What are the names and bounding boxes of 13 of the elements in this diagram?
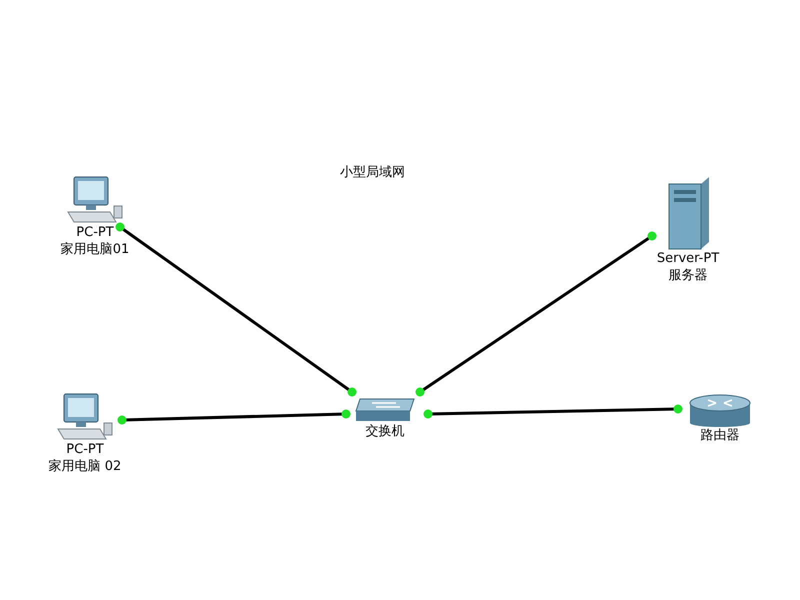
- device-label: Server-PT: [656, 250, 720, 267]
- network-cable: [424, 404, 682, 418]
- device-label: PC-PT: [76, 224, 114, 241]
- network-cable: [116, 222, 356, 396]
- device-label: 家用电脑 02: [48, 458, 122, 475]
- device-label: 路由器: [700, 427, 740, 444]
- device-label: 服务器: [668, 267, 708, 284]
- network-cable: [416, 232, 656, 396]
- device-label: 家用电脑01: [60, 241, 130, 258]
- device-label: PC-PT: [66, 441, 104, 458]
- device-label: 交换机: [366, 423, 404, 440]
- diagram-title: 小型局域网: [340, 164, 405, 181]
- network-cable: [118, 410, 350, 424]
